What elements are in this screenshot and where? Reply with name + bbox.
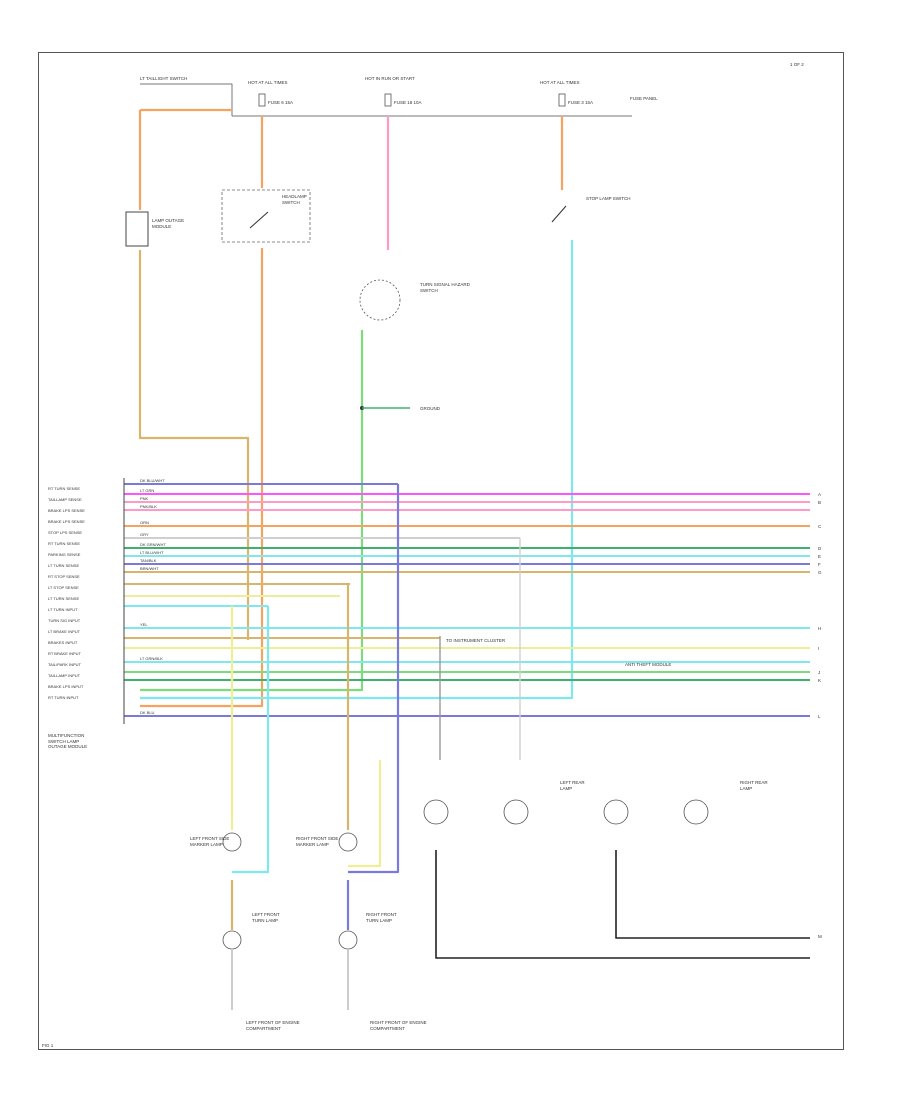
label-left-ground-note: LEFT FRONT OF ENGINE COMPARTMENT (246, 1020, 300, 1031)
wire-headlamp-down (140, 248, 264, 708)
label-module-note: MULTIFUNCTION SWITCH LAMP OUTAGE MODULE (48, 733, 88, 749)
connector-pin-label: RT STOP SENSE (48, 574, 80, 579)
label-far-left: LT TAILLIGHT SWITCH (140, 76, 188, 81)
turn-switch-symbol (359, 279, 401, 321)
right-ref-label: F (818, 562, 821, 567)
wire-rear-ground-1 (435, 850, 810, 959)
label-left-rear-lamp: LEFT REAR LAMP (560, 780, 585, 791)
rear-lamp-symbol-1 (423, 799, 449, 825)
connector-pin-label: LT TURN SENSE (48, 596, 80, 601)
connector-pin-label: STOP LPS SENSE (48, 530, 83, 535)
connector-pin-label: LT BRAKE INPUT (48, 629, 81, 634)
headlamp-switch-contact (249, 211, 269, 229)
connector-pin-label: TAILLAMP SENSE (48, 497, 82, 502)
wire-rear-ground-2 (615, 850, 810, 939)
connector-pin-label: BRAKE LPS INPUT (48, 684, 84, 689)
connector-pin-label: BRAKE LPS SENSE (48, 519, 85, 524)
label-stop-lamp-switch: STOP LAMP SWITCH (586, 196, 631, 201)
connector-pin-label: BRAKES INPUT (48, 640, 78, 645)
rear-lamp-symbol-4 (683, 799, 709, 825)
fuse-symbol-2 (384, 93, 392, 107)
label-headlamp-switch: HEADLAMP SWITCH (282, 194, 307, 205)
rear-lamp-symbol-2 (503, 799, 529, 825)
stop-switch-contact (551, 205, 567, 223)
marker-lamp-symbol-2 (338, 832, 358, 852)
bus-feed-left (140, 83, 233, 116)
label-left-front-turn: LEFT FRONT TURN LAMP (252, 912, 280, 923)
connector-pin-label: TAIL/PARK INPUT (48, 662, 81, 667)
wire-color-label: DK BLU (140, 710, 155, 715)
wire-color-label: DK BLU/WHT (140, 478, 165, 483)
lamp-outage-module-box (125, 211, 149, 247)
page-footer: FIG 1 (42, 1043, 54, 1048)
connector-pin-label: LT TURN SENSE (48, 563, 80, 568)
wire-color-label: DK GRN/WHT (140, 542, 166, 547)
wire-color-label: BRN/WHT (140, 566, 159, 571)
fuse-label-2: FUSE 18 10A (394, 100, 422, 105)
right-ref-label: H (818, 626, 822, 631)
diagram-frame (38, 52, 844, 1050)
wire-color-label: PNK (140, 496, 149, 501)
wire-color-label: ORN (140, 520, 149, 525)
label-to-cluster: TO INSTRUMENT CLUSTER (446, 638, 506, 643)
label-lamp-outage-module: LAMP OUTAGE MODULE (152, 218, 185, 229)
label-hot-left: HOT AT ALL TIMES (248, 80, 288, 85)
fuse-label-3: FUSE 3 15A (568, 100, 594, 105)
label-hot-center: HOT IN RUN OR START (365, 76, 415, 81)
right-ref-label: L (818, 714, 821, 719)
turn-lamp-symbol-1 (222, 930, 242, 950)
wire-color-label: YEL (140, 622, 148, 627)
connector-pin-label: PARKING SENSE (48, 552, 81, 557)
label-anti-theft: ANTI THEFT MODULE (625, 662, 672, 667)
right-ref-label: K (818, 678, 822, 683)
wire-lamp-module-down (138, 250, 250, 640)
right-ref-label: G (818, 570, 822, 575)
connector-pin-label: RT TURN INPUT (48, 695, 79, 700)
fuse-label-1: FUSE 6 15A (268, 100, 294, 105)
connector-pin-label: LT TURN INPUT (48, 607, 78, 612)
wire-color-label: GRY (140, 532, 149, 537)
wire-left-cyan-return (232, 606, 270, 874)
wire-color-label: LT GRN (140, 488, 155, 493)
wire-stop-switch-cyan (140, 240, 574, 700)
connector-pin-label: TAILLAMP INPUT (48, 673, 81, 678)
wire-turn-switch-green (140, 330, 364, 692)
right-ref-label: B (818, 500, 822, 505)
fuse-symbol-3 (558, 93, 566, 107)
connector-pin-label: RT TURN SENSE (48, 486, 81, 491)
right-ref-label: I (818, 646, 820, 651)
right-ref-label: E (818, 554, 822, 559)
right-ref-label: D (818, 546, 822, 551)
wire-right-marker-return (348, 760, 382, 868)
wire-color-label: LT GRN/BLK (140, 656, 163, 661)
fuse-symbol-1 (258, 93, 266, 107)
wire-color-label: PNK/BLK (140, 504, 157, 509)
marker-lamp-symbol-1 (222, 832, 242, 852)
label-fuse-panel: FUSE PANEL (630, 96, 658, 101)
label-right-front-marker: RIGHT FRONT SIDE MARKER LAMP (296, 836, 339, 847)
label-right-front-turn: RIGHT FRONT TURN LAMP (366, 912, 397, 923)
connector-pin-label: LT STOP SENSE (48, 585, 79, 590)
wire-color-label: LT BLU/WHT (140, 550, 164, 555)
right-ref-label: C (818, 524, 822, 529)
right-ref-label: M (818, 934, 822, 939)
connector-pin-label: TURN SIG INPUT (48, 618, 81, 623)
label-right-rear-lamp: RIGHT REAR LAMP (740, 780, 768, 791)
wire-blue-right (348, 484, 400, 874)
label-hot-right: HOT AT ALL TIMES (540, 80, 580, 85)
page-id: 1 OF 2 (790, 62, 804, 67)
right-ref-label: J (818, 670, 821, 675)
label-right-ground-note: RIGHT FRONT OF ENGINE COMPARTMENT (370, 1020, 427, 1031)
connector-pin-label: BRAKE LPS SENSE (48, 508, 85, 513)
connector-pin-label: RT TURN SENSE (48, 541, 81, 546)
label-ground-point: GROUND (420, 406, 440, 411)
right-ref-label: A (818, 492, 822, 497)
label-turn-hazard-switch: TURN SIGNAL HAZARD SWITCH (420, 282, 470, 293)
connector-pin-label: RT BRAKE INPUT (48, 651, 81, 656)
label-left-front-marker: LEFT FRONT SIDE MARKER LAMP (190, 836, 230, 847)
turn-lamp-symbol-2 (338, 930, 358, 950)
wire-color-label: TAN/BLK (140, 558, 157, 563)
rear-lamp-symbol-3 (603, 799, 629, 825)
